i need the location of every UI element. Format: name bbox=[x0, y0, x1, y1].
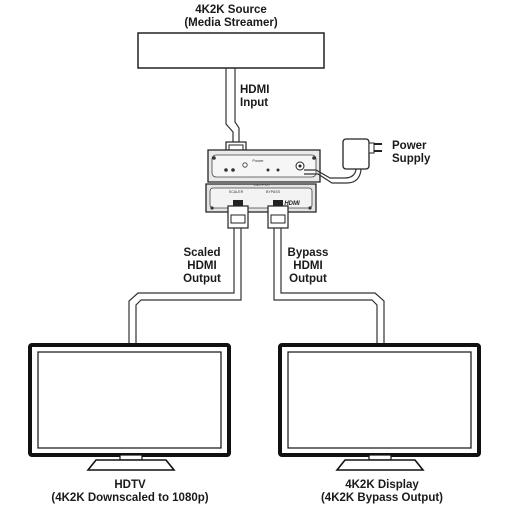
device-bypass-text: BYPASS bbox=[266, 190, 281, 194]
scaled-output-cable bbox=[128, 228, 242, 345]
power-supply-label: Power Supply bbox=[392, 140, 431, 165]
hdtv-subtitle: (4K2K Downscaled to 1080p) bbox=[51, 492, 209, 504]
display-4k-label: 4K2K Display (4K2K Bypass Output) bbox=[298, 479, 466, 505]
extender-device: Power bbox=[207, 149, 321, 183]
scaled-output-label: Scaled HDMI Output bbox=[183, 247, 221, 285]
bypass-output-cable bbox=[273, 228, 385, 345]
source-title: 4K2K Source bbox=[195, 4, 267, 16]
source-label: 4K2K Source (Media Streamer) bbox=[181, 4, 281, 30]
source-box bbox=[137, 32, 325, 69]
power-adapter-icon bbox=[342, 138, 382, 170]
device-output-text: OUTPUT bbox=[254, 182, 271, 187]
device-scaler-text: SCALER bbox=[229, 190, 244, 194]
hdtv-title: HDTV bbox=[114, 479, 146, 491]
scaled-output-connector bbox=[227, 200, 249, 229]
display-4k-subtitle: (4K2K Bypass Output) bbox=[320, 492, 444, 504]
power-cable bbox=[304, 167, 362, 184]
display-4k-title: 4K2K Display bbox=[345, 479, 419, 491]
extender-device-lower: OUTPUT SCALER BYPASS HDMI bbox=[205, 182, 317, 213]
bypass-output-label: Bypass HDMI Output bbox=[287, 247, 329, 285]
hdmi-logo: HDMI bbox=[284, 201, 300, 207]
source-subtitle: (Media Streamer) bbox=[184, 17, 278, 29]
hdmi-input-label: HDMI Input bbox=[240, 84, 270, 109]
hdtv-label: HDTV (4K2K Downscaled to 1080p) bbox=[46, 479, 214, 505]
hdmi-input-cable bbox=[225, 68, 240, 152]
device-power-text: Power bbox=[252, 158, 264, 163]
hdtv-monitor bbox=[28, 343, 231, 471]
display-4k-monitor bbox=[278, 343, 481, 471]
status-led-icon bbox=[224, 168, 228, 172]
bypass-output-connector bbox=[267, 200, 289, 229]
